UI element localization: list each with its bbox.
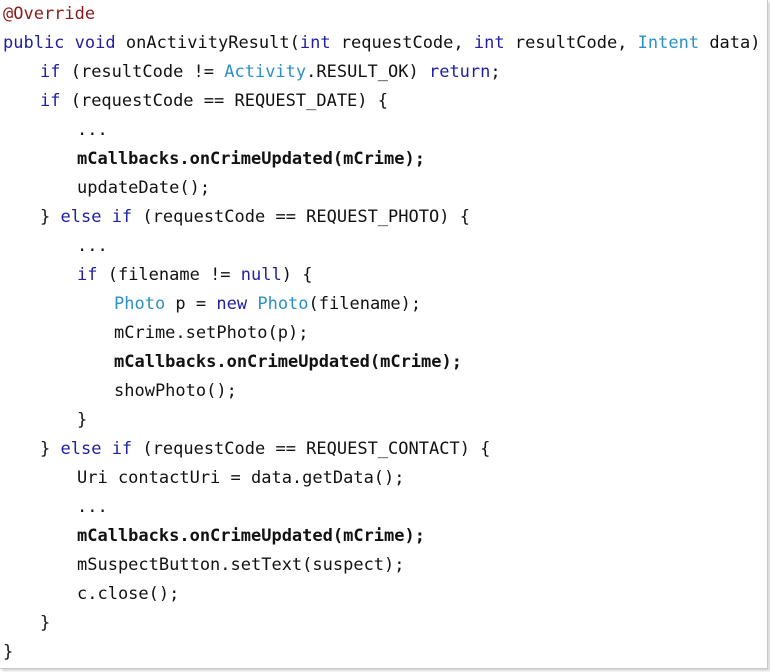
code-line: ... [3,116,770,145]
code-line: if (requestCode == REQUEST_DATE) { [3,87,770,116]
code-keyword: else [60,439,102,459]
code-keyword: new [216,294,248,314]
code-text: requestCode, [330,33,474,53]
code-text: (requestCode == REQUEST_DATE) { [60,91,388,111]
code-keyword: public [3,33,65,53]
code-line: } else if (requestCode == REQUEST_PHOTO)… [3,203,770,232]
code-keyword: return [428,62,491,82]
code-annotation: @Override [3,4,96,24]
code-text [64,33,74,53]
code-text: ; [490,62,501,82]
code-text: ... [77,497,108,517]
code-highlighted-call: mCallbacks.onCrimeUpdated(mCrime); [77,526,425,546]
code-text: mCrime.setPhoto(p); [114,323,309,343]
code-keyword: void [74,33,116,53]
code-text: .RESULT_OK) [306,62,429,82]
code-text: showPhoto(); [114,381,237,401]
code-text: (filename); [308,294,422,314]
code-type: Intent [637,33,700,53]
code-line: Photo p = new Photo(filename); [3,290,770,319]
code-highlighted-call: mCallbacks.onCrimeUpdated(mCrime); [77,149,425,169]
code-text: Uri contactUri = data.getData(); [77,468,405,488]
code-text: p = [165,294,217,314]
code-line: mCallbacks.onCrimeUpdated(mCrime); [3,145,770,174]
code-line: @Override [3,0,770,29]
code-text: c.close(); [77,584,180,604]
code-highlighted-call: mCallbacks.onCrimeUpdated(mCrime); [114,352,462,372]
code-text: onActivityResult( [115,33,300,53]
code-line: } [3,609,770,638]
code-line: } [3,638,770,667]
code-line: if (filename != null) { [3,261,770,290]
code-text: (requestCode == REQUEST_CONTACT) { [132,439,491,459]
code-text: } [40,207,61,227]
code-text: (filename != [97,265,241,285]
code-line: updateDate(); [3,174,770,203]
code-text: updateDate(); [77,178,211,198]
code-keyword: if [111,207,133,227]
code-line: if (resultCode != Activity.RESULT_OK) re… [3,58,770,87]
code-text: } [40,613,51,633]
code-text: } [40,439,61,459]
code-text: ... [77,120,108,140]
code-text: data) { [709,33,761,53]
code-text: resultCode, [504,33,638,53]
code-type: Photo [114,294,166,314]
code-line: mSuspectButton.setText(suspect); [3,551,770,580]
code-keyword: null [240,265,282,285]
code-line: public void onActivityResult(int request… [3,29,770,58]
code-text: ) { [281,265,313,285]
code-line: ... [3,232,770,261]
code-keyword: int [473,33,505,53]
code-text: (requestCode == REQUEST_PHOTO) { [132,207,470,227]
code-keyword: if [40,62,61,82]
code-line: mCrime.setPhoto(p); [3,319,770,348]
code-keyword: else [60,207,102,227]
code-text [101,439,111,459]
code-keyword: int [299,33,331,53]
code-type: Photo [257,294,309,314]
code-line: ... [3,493,770,522]
code-keyword: if [77,265,98,285]
code-keyword: if [111,439,133,459]
code-text: } [3,642,14,662]
code-text: ... [77,236,108,256]
code-line: Uri contactUri = data.getData(); [3,464,770,493]
code-line: } else if (requestCode == REQUEST_CONTAC… [3,435,770,464]
code-line: mCallbacks.onCrimeUpdated(mCrime); [3,522,770,551]
code-text [247,294,257,314]
code-line: c.close(); [3,580,770,609]
code-type: Activity [224,62,307,82]
code-keyword: if [40,91,61,111]
code-text [101,207,111,227]
code-text: } [77,410,88,430]
code-line: showPhoto(); [3,377,770,406]
code-text: mSuspectButton.setText(suspect); [77,555,405,575]
code-line: mCallbacks.onCrimeUpdated(mCrime); [3,348,770,377]
code-line: } [3,406,770,435]
code-text: (resultCode != [60,62,225,82]
